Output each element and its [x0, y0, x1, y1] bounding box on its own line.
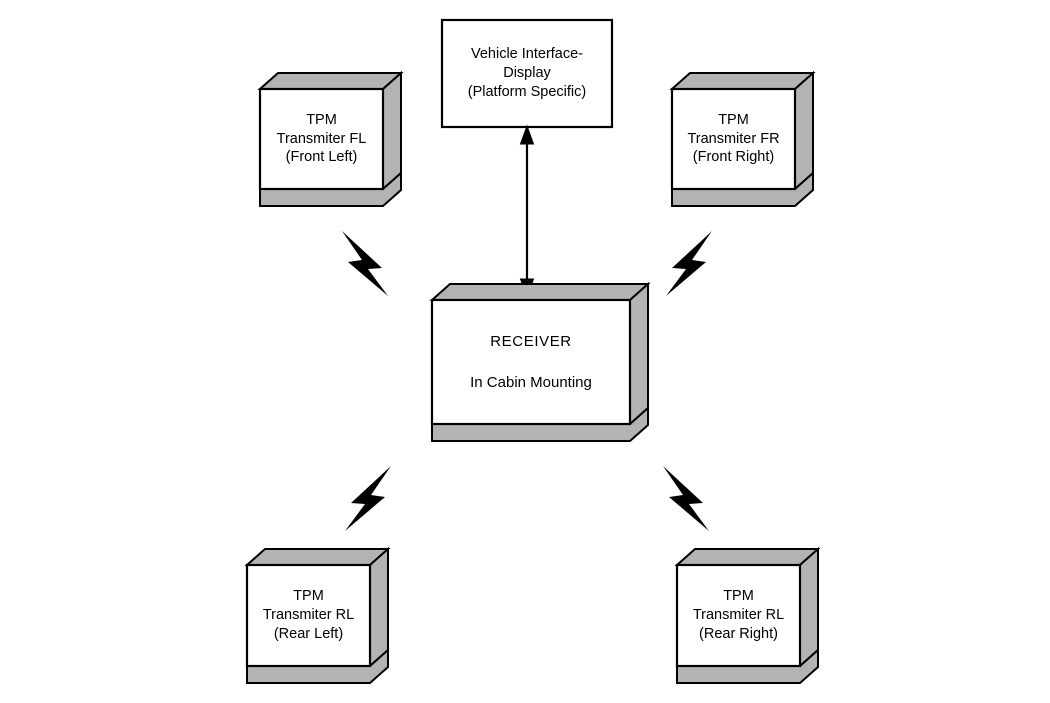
rf-link-rear-right[interactable]: [663, 466, 709, 531]
tpm-transmitter-front-left-shape[interactable]: [257, 70, 404, 207]
lightning-bolt-icon: [345, 466, 391, 531]
display-receiver-arrow-shape[interactable]: [519, 124, 535, 299]
box-front-face: [670, 87, 797, 191]
arrow-head-up-icon: [519, 124, 535, 145]
box-top-face: [429, 283, 651, 301]
box-top-face: [674, 548, 821, 566]
lightning-bolt-icon: [342, 231, 388, 296]
box-right-face: [794, 70, 814, 192]
lightning-bolt-icon: [666, 231, 712, 296]
rf-link-rear-left[interactable]: [345, 466, 391, 531]
box-right-face: [629, 281, 649, 427]
tpm-transmitter-rear-right-shape[interactable]: [674, 546, 821, 684]
display-box-face: [440, 18, 614, 129]
lightning-bolt-icon: [663, 466, 709, 531]
box-top-face: [257, 72, 404, 90]
rf-link-front-left[interactable]: [342, 231, 388, 296]
tpm-transmitter-front-right-shape[interactable]: [669, 70, 816, 207]
box-top-face: [669, 72, 816, 90]
tpm-transmitter-rear-left-shape[interactable]: [244, 546, 391, 684]
box-top-face: [244, 548, 391, 566]
rf-link-front-right[interactable]: [666, 231, 712, 296]
box-right-face: [382, 70, 402, 192]
box-front-face: [430, 298, 632, 426]
box-front-face: [258, 87, 385, 191]
receiver-shape[interactable]: [429, 281, 651, 442]
box-right-face: [799, 546, 819, 669]
box-front-face: [675, 563, 802, 668]
vehicle-interface-display-shape[interactable]: [440, 18, 614, 129]
box-right-face: [369, 546, 389, 669]
box-front-face: [245, 563, 372, 668]
